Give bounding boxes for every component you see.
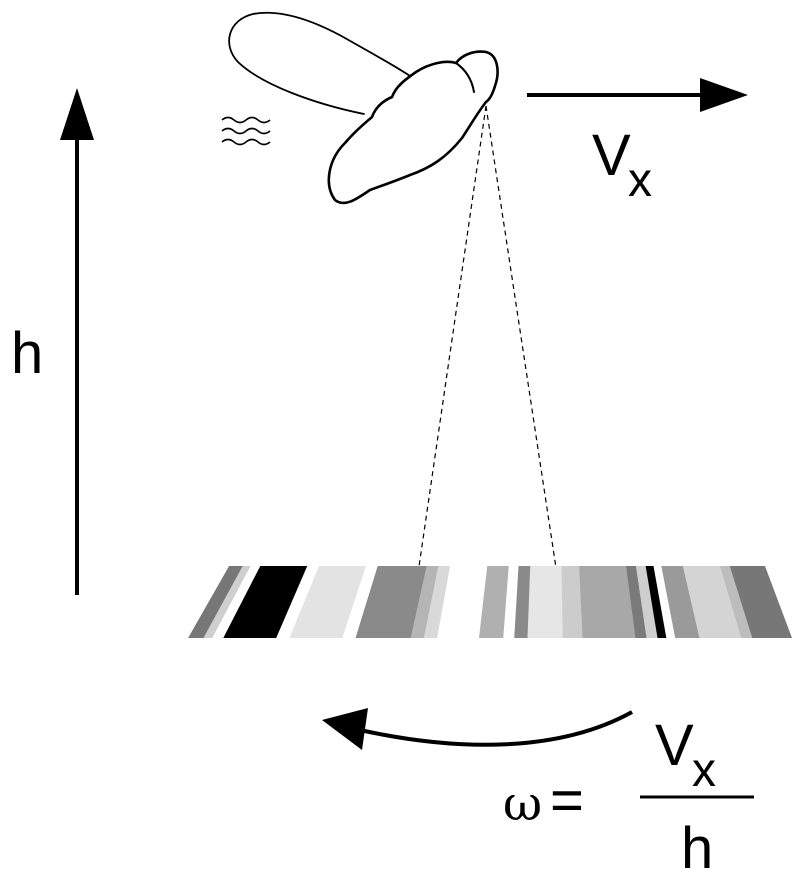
ground-stripe [527, 566, 564, 638]
field-of-view-lines [414, 105, 561, 595]
formula-numerator-subscript: x [692, 744, 716, 797]
height-arrow [60, 88, 94, 595]
ground-stripe [437, 566, 488, 638]
omega-symbol: ω [503, 776, 542, 832]
ground-stripe [223, 566, 308, 638]
wingbeat-marks [221, 116, 271, 146]
ground-stripe [514, 566, 531, 638]
height-label: h [11, 321, 43, 386]
ground-stripe [355, 566, 428, 638]
ground-stripe [188, 566, 244, 638]
ground-stripe [423, 566, 451, 638]
ground-stripe [478, 566, 510, 638]
fly-head-line [455, 62, 475, 93]
ground-stripe [635, 566, 659, 638]
ground-stripe [682, 566, 742, 638]
ground-stripe [561, 566, 584, 638]
ground-stripe [729, 566, 792, 638]
fly-wing [228, 11, 411, 115]
velocity-label: V [592, 123, 631, 188]
equals-sign: = [550, 768, 584, 833]
ground-stripe [579, 566, 637, 638]
velocity-arrow [527, 78, 748, 112]
ground-stripe [720, 566, 753, 638]
velocity-subscript: x [628, 154, 652, 207]
ground-stripe [626, 566, 648, 638]
ground-stripe [410, 566, 439, 638]
ground-stripe [276, 566, 320, 638]
fly-icon [228, 11, 499, 205]
ground-stripe [653, 566, 676, 638]
formula-numerator: V [655, 713, 694, 778]
image-motion-arrow [322, 708, 633, 750]
fly-body [327, 50, 499, 205]
angular-velocity-formula: ω = V x h [503, 713, 754, 875]
formula-denominator: h [681, 816, 713, 875]
ground-stripe [212, 566, 261, 638]
ground-stripe [503, 566, 520, 638]
ground-stripe [289, 566, 367, 638]
ground-pattern [188, 566, 792, 638]
ground-stripe [342, 566, 379, 638]
ground-stripe [645, 566, 667, 638]
ground-stripe [661, 566, 701, 638]
ground-stripe [203, 566, 252, 638]
